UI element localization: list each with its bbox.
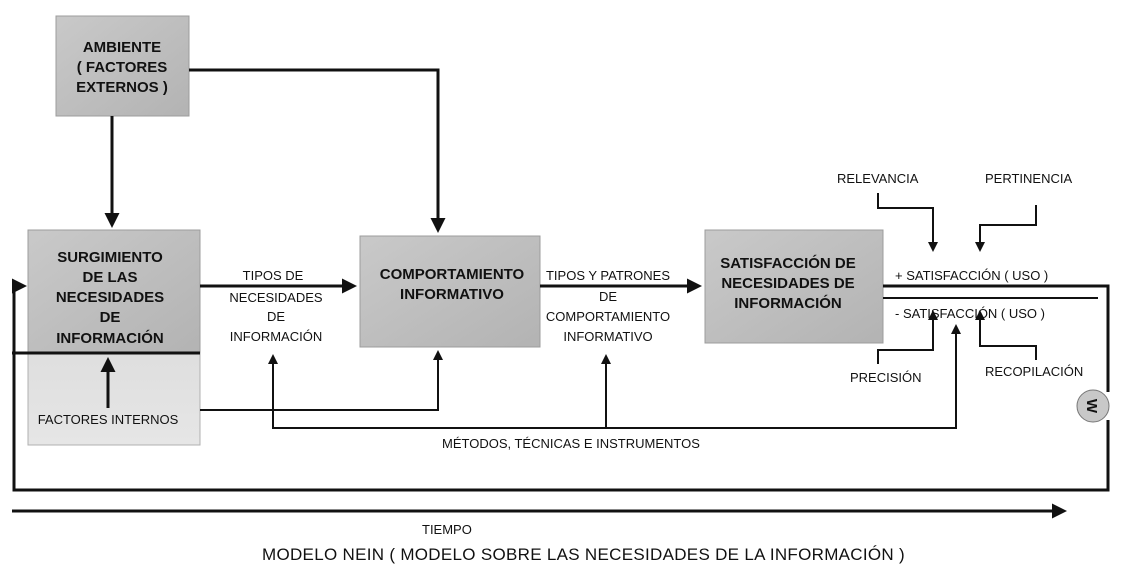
tipos-necesidades-line-4: INFORMACIÓN <box>230 329 322 344</box>
arrow-ambiente-to-comportamiento <box>189 68 446 233</box>
surgimiento-line-1: SURGIMIENTO <box>57 249 163 266</box>
menos-satisfaccion-label: - SATISFACCIÓN ( USO ) <box>895 306 1045 321</box>
comportamiento-box: COMPORTAMIENTO INFORMATIVO <box>359 235 541 348</box>
diagram-caption: MODELO NEIN ( MODELO SOBRE LAS NECESIDAD… <box>262 545 905 564</box>
arrow-recopilacion <box>975 310 1037 360</box>
surgimiento-line-3: NECESIDADES <box>56 289 164 306</box>
arrow-precision <box>877 310 938 364</box>
recopilacion-label: RECOPILACIÓN <box>985 364 1083 379</box>
precision-label: PRECISIÓN <box>850 370 922 385</box>
satisfaccion-box: SATISFACCIÓN DE NECESIDADES DE INFORMACI… <box>704 229 884 344</box>
tipos-patrones-line-2: DE <box>599 289 617 304</box>
tipos-patrones-label: TIPOS Y PATRONES DE COMPORTAMIENTO INFOR… <box>546 268 670 344</box>
feedback-circle-symbol: W <box>1083 399 1100 414</box>
arrow-feedback-loop <box>12 278 1110 492</box>
mas-satisfaccion-label: + SATISFACCIÓN ( USO ) <box>895 268 1048 283</box>
ambiente-line-3: EXTERNOS ) <box>76 79 168 96</box>
arrow-relevancia <box>877 193 938 252</box>
tipos-necesidades-label: TIPOS DE NECESIDADES DE INFORMACIÓN <box>229 268 323 344</box>
surgimiento-line-4: DE <box>100 309 121 326</box>
tipos-necesidades-line-2: NECESIDADES <box>229 290 323 305</box>
tipos-necesidades-line-3: DE <box>267 309 285 324</box>
relevancia-label: RELEVANCIA <box>837 171 919 186</box>
surgimiento-line-2: DE LAS <box>82 269 137 286</box>
feedback-circle: W <box>1076 389 1110 423</box>
tiempo-label: TIEMPO <box>422 522 472 537</box>
comportamiento-line-2: INFORMATIVO <box>400 286 504 303</box>
tipos-patrones-line-3: COMPORTAMIENTO <box>546 309 670 324</box>
surgimiento-box: SURGIMIENTO DE LAS NECESIDADES DE INFORM… <box>27 229 201 446</box>
satisfaccion-line-1: SATISFACCIÓN DE <box>720 254 856 272</box>
tipos-patrones-line-4: INFORMATIVO <box>563 329 652 344</box>
tipos-patrones-line-1: TIPOS Y PATRONES <box>546 268 670 283</box>
pertinencia-label: PERTINENCIA <box>985 171 1072 186</box>
connectors <box>12 68 1110 519</box>
line-satisfaccion-to-feedback <box>883 284 1110 392</box>
surgimiento-line-5: INFORMACIÓN <box>56 329 164 347</box>
ambiente-box: AMBIENTE ( FACTORES EXTERNOS ) <box>55 15 190 117</box>
arrow-pertinencia <box>975 205 1037 252</box>
arrow-factores-to-comportamiento <box>200 350 443 411</box>
satisfaccion-line-2: NECESIDADES DE <box>721 275 854 292</box>
tipos-necesidades-line-1: TIPOS DE <box>243 268 304 283</box>
metodos-label: MÉTODOS, TÉCNICAS E INSTRUMENTOS <box>442 436 700 451</box>
ambiente-line-1: AMBIENTE <box>83 39 161 56</box>
comportamiento-line-1: COMPORTAMIENTO <box>380 266 525 283</box>
satisfaccion-line-3: INFORMACIÓN <box>734 294 842 312</box>
factores-internos-label: FACTORES INTERNOS <box>38 412 179 427</box>
ambiente-line-2: ( FACTORES <box>77 59 168 76</box>
